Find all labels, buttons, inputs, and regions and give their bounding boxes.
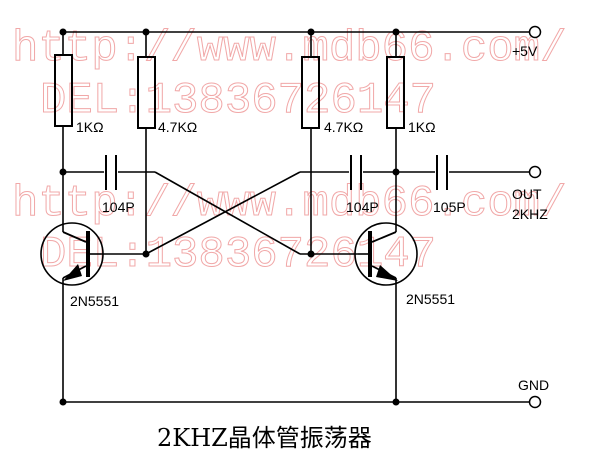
r4-label: 1KΩ	[408, 119, 436, 135]
output-label: OUT	[512, 186, 542, 202]
q1-body	[40, 222, 104, 286]
junction-dots	[59, 28, 400, 406]
c3-label: 105P	[433, 199, 466, 215]
junction-vcc-r2	[142, 28, 150, 36]
watermark-tel-bottom: DEL:13836726147	[40, 230, 436, 280]
q2-collector-lead	[371, 231, 397, 243]
q2-emitter-arrow	[376, 265, 398, 281]
output-terminal[interactable]	[528, 165, 542, 179]
r2-label: 4.7KΩ	[158, 119, 197, 135]
c1-label: 104P	[102, 199, 135, 215]
cross-wire-q1-base-to-c2	[145, 171, 301, 255]
transistor-q1[interactable]	[40, 222, 104, 286]
diagram-title: 2KHZ晶体管振荡器	[157, 424, 372, 452]
cross-wire-c1-to-q2-base	[154, 171, 301, 255]
watermark-group: http://www.mdb66.com/ DEL:13836726147 ht…	[12, 24, 568, 281]
ground-terminal[interactable]	[528, 395, 542, 409]
vcc-label: +5V	[512, 43, 538, 59]
junction-vcc-r1	[59, 28, 67, 36]
q1-emitter-arrow	[63, 264, 82, 281]
output-frequency-label: 2KHZ	[512, 206, 548, 222]
transistor-q2[interactable]	[354, 222, 418, 286]
q1-collector-lead	[62, 231, 87, 243]
q2-body	[354, 222, 418, 286]
watermark-tel-top: DEL:13836726147	[40, 76, 436, 126]
junction-vcc-r3	[307, 28, 315, 36]
junction-vcc-r4	[392, 28, 400, 36]
q1-label: 2N5551	[70, 293, 119, 309]
junction-q1-base	[142, 250, 150, 258]
junction-q1-collector	[59, 168, 67, 176]
ground-label: GND	[518, 377, 549, 393]
junction-q2-collector	[392, 168, 400, 176]
junction-q2-base	[307, 250, 315, 258]
r1-label: 1KΩ	[76, 119, 104, 135]
r3-label: 4.7KΩ	[324, 119, 363, 135]
c2-label: 104P	[346, 199, 379, 215]
q2-label: 2N5551	[406, 291, 455, 307]
watermark-url-bottom: http://www.mdb66.com/	[12, 179, 567, 229]
junction-gnd-q1	[59, 398, 67, 406]
junction-gnd-q2	[392, 398, 400, 406]
vcc-terminal[interactable]	[528, 25, 542, 39]
